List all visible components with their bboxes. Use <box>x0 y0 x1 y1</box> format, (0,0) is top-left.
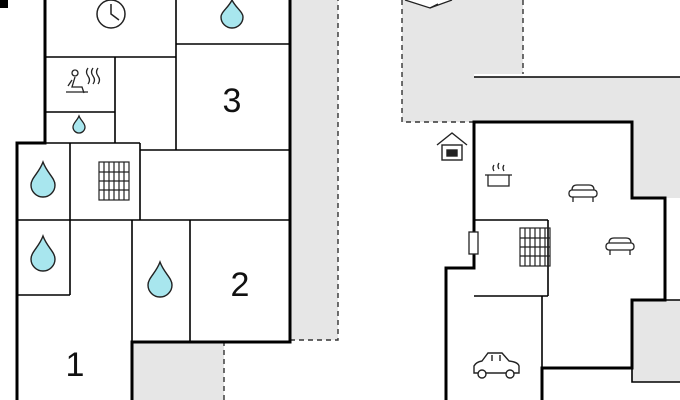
room-label-1: 1 <box>66 346 85 384</box>
water-drop-icon <box>220 0 244 29</box>
house-icon <box>436 132 468 161</box>
interior-walls-right <box>474 219 549 368</box>
terrace-outline-top <box>401 0 524 123</box>
water-drop-icon <box>147 259 173 298</box>
water-drop-icon <box>30 159 56 198</box>
terrace-shade-top <box>402 0 523 122</box>
outer-wall-left-building <box>15 0 292 400</box>
outbuilding-shade-lower <box>632 300 680 382</box>
right-building <box>401 0 680 400</box>
clock-icon <box>96 0 126 29</box>
outbuilding-shade-top <box>474 77 680 122</box>
car-icon <box>473 352 520 379</box>
terrace-shade-right <box>290 0 338 340</box>
room-label-3: 3 <box>223 82 242 120</box>
terrace-outline-right <box>290 0 339 341</box>
sofa-icon <box>568 184 598 202</box>
terrace-shade-bottom <box>132 342 224 400</box>
radiator-icon <box>98 161 130 201</box>
outer-wall-right-building <box>444 120 667 400</box>
north-arrow-icon <box>404 0 453 9</box>
room-label-2: 2 <box>231 266 250 304</box>
sauna-icon <box>66 67 101 94</box>
water-drop-icon <box>72 114 86 134</box>
water-drop-icon <box>30 233 56 272</box>
left-building: 3 2 1 <box>0 0 339 400</box>
outbuilding-shade-side <box>632 122 680 198</box>
radiator-icon <box>519 227 551 267</box>
terrace-outline-bottom <box>223 341 290 400</box>
sofa-icon <box>605 237 635 255</box>
pot-icon <box>485 162 512 187</box>
window-marker <box>468 231 479 255</box>
interior-walls-left <box>17 0 290 342</box>
entry-marker <box>0 0 8 8</box>
